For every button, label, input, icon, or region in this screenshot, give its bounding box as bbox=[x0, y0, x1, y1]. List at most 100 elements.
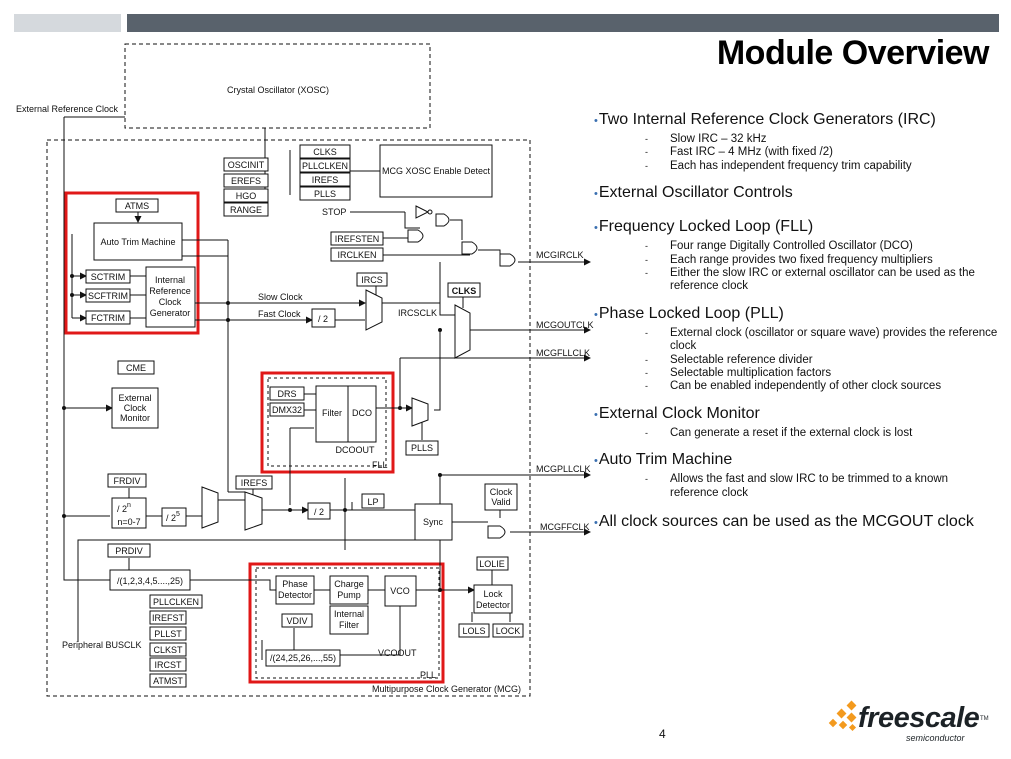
status-pllclken-label: PLLCLKEN bbox=[153, 597, 199, 607]
phase-detector-line-2: Detector bbox=[278, 590, 312, 600]
ircs-mux bbox=[365, 289, 383, 331]
fll-label: FLL bbox=[372, 460, 388, 470]
irefs-mux bbox=[244, 491, 263, 531]
xosc-enable-box bbox=[379, 144, 493, 198]
prdiv-label: PRDIV bbox=[115, 546, 143, 556]
range-label: RANGE bbox=[230, 205, 262, 215]
clks-mux-box bbox=[447, 282, 481, 298]
sync-label: Sync bbox=[423, 517, 444, 527]
bullet-heading: •Frequency Locked Loop (FLL) bbox=[594, 218, 814, 236]
sync-box bbox=[414, 503, 453, 541]
lols-box bbox=[458, 623, 490, 638]
ecm-line-3: Monitor bbox=[120, 413, 150, 423]
ext-ref-clock-label: External Reference Clock bbox=[16, 104, 119, 114]
div25-exp: 5 bbox=[176, 511, 180, 518]
header-bar-left bbox=[14, 14, 121, 32]
bullet-item: Can generate a reset if the external clo… bbox=[645, 427, 999, 441]
logo-tm: TM bbox=[980, 716, 989, 722]
clock-valid-line-1: Clock bbox=[490, 487, 513, 497]
plls-mux-label: PLLS bbox=[411, 443, 433, 453]
ircsclk-label: IRCSCLK bbox=[398, 308, 437, 318]
status-irefst-box bbox=[149, 610, 187, 625]
auto-trim-highlight bbox=[64, 191, 200, 335]
bullet-heading: •Phase Locked Loop (PLL) bbox=[594, 304, 784, 322]
dco-box bbox=[347, 385, 377, 443]
filter-label: Filter bbox=[322, 408, 342, 418]
status-atmst-box bbox=[149, 673, 187, 688]
ecm-line-2: Clock bbox=[124, 403, 147, 413]
oscinit-label: OSCINIT bbox=[228, 160, 265, 170]
logo-wordmark: freescale bbox=[858, 702, 980, 734]
irc-gen-line-3: Clock bbox=[159, 297, 182, 307]
irclken-label: IRCLKEN bbox=[337, 250, 376, 260]
erefs-label: EREFS bbox=[231, 176, 261, 186]
clks-mux-label: CLKS bbox=[452, 286, 477, 296]
plls-mux bbox=[411, 397, 429, 427]
n-range-label: n=0-7 bbox=[117, 517, 140, 527]
and-gate-2 bbox=[407, 229, 424, 243]
bullet-section-mcgout: •All clock sources can be used as the MC… bbox=[594, 512, 999, 533]
bullet-item: Each has independent frequency trim capa… bbox=[645, 160, 999, 174]
fast-div2-label: / 2 bbox=[318, 314, 328, 324]
clks-mux bbox=[454, 304, 471, 359]
xosc-label: Crystal Oscillator (XOSC) bbox=[227, 85, 329, 95]
bullet-heading: •Two Internal Reference Clock Generators… bbox=[594, 111, 936, 128]
ircs-label: IRCS bbox=[361, 275, 383, 285]
dmx32-label: DMX32 bbox=[272, 405, 302, 415]
bullet-section-atm: •Auto Trim Machine Allows the fast and s… bbox=[594, 450, 999, 500]
scftrim-label: SCFTRIM bbox=[88, 291, 128, 301]
div2n-box bbox=[111, 497, 147, 529]
xosc-enable-label: MCG XOSC Enable Detect bbox=[382, 166, 491, 176]
fast-div2-box bbox=[311, 308, 336, 328]
range-box bbox=[223, 202, 269, 217]
lolie-label: LOLIE bbox=[479, 559, 505, 569]
vco-label: VCO bbox=[390, 586, 410, 596]
div25-label: / 25 bbox=[166, 511, 180, 523]
pll-highlight bbox=[248, 562, 445, 684]
plls-mux-box bbox=[405, 440, 439, 456]
irefs-mux-label: IREFS bbox=[241, 478, 268, 488]
plls-in-label: PLLS bbox=[314, 189, 336, 199]
frdiv-mux bbox=[201, 486, 219, 529]
bullet-item: Each range provides two fixed frequency … bbox=[645, 254, 999, 268]
auto-trim-box bbox=[93, 222, 183, 261]
bullet-list: •Two Internal Reference Clock Generators… bbox=[594, 110, 999, 533]
clock-valid-box bbox=[484, 483, 518, 511]
cme-label: CME bbox=[126, 363, 146, 373]
stop-label: STOP bbox=[322, 207, 346, 217]
lock-label: LOCK bbox=[496, 626, 521, 636]
frdiv-box bbox=[107, 473, 147, 488]
mcgfllclk-label: MCGFLLCLK bbox=[536, 348, 590, 358]
status-pllst-box bbox=[149, 626, 187, 641]
page-number: 4 bbox=[659, 727, 666, 741]
fll-highlight bbox=[260, 371, 395, 474]
and-gate-4 bbox=[499, 253, 516, 267]
erefs-box bbox=[223, 173, 269, 188]
phase-detector-line-1: Phase bbox=[282, 579, 308, 589]
div2n-base: / 2 bbox=[117, 504, 127, 514]
bullet-item: Slow IRC – 32 kHz bbox=[645, 133, 999, 147]
prdiv-box bbox=[107, 543, 151, 558]
fctrim-label: FCTRIM bbox=[91, 313, 125, 323]
header-bar-right bbox=[127, 14, 999, 32]
plls-in-box bbox=[299, 186, 351, 201]
scftrim-box bbox=[85, 288, 131, 303]
irefsten-box bbox=[330, 231, 384, 246]
mcgpllclk-label: MCGPLLCLK bbox=[536, 464, 591, 474]
vdiv-divider-box bbox=[265, 649, 341, 667]
cme-box bbox=[117, 360, 155, 375]
pllclken-in-label: PLLCLKEN bbox=[302, 161, 348, 171]
and-gate-3 bbox=[461, 241, 478, 255]
internal-filter-box bbox=[329, 605, 369, 635]
pll-inner bbox=[255, 567, 440, 679]
vdiv-label: VDIV bbox=[286, 616, 307, 626]
lock-detector-line-2: Detector bbox=[476, 600, 510, 610]
div2n-exp: n bbox=[127, 502, 131, 509]
irefsten-label: IREFSTEN bbox=[335, 234, 380, 244]
status-ircst-box bbox=[149, 657, 187, 672]
logo-subtitle: semiconductor bbox=[906, 733, 965, 743]
bullet-heading: •External Oscillator Controls bbox=[594, 184, 793, 202]
mcgffclk-label: MCGFFCLK bbox=[540, 522, 590, 532]
sctrim-label: SCTRIM bbox=[91, 272, 126, 282]
peripheral-busclk-label: Peripheral BUSCLK bbox=[62, 640, 142, 650]
